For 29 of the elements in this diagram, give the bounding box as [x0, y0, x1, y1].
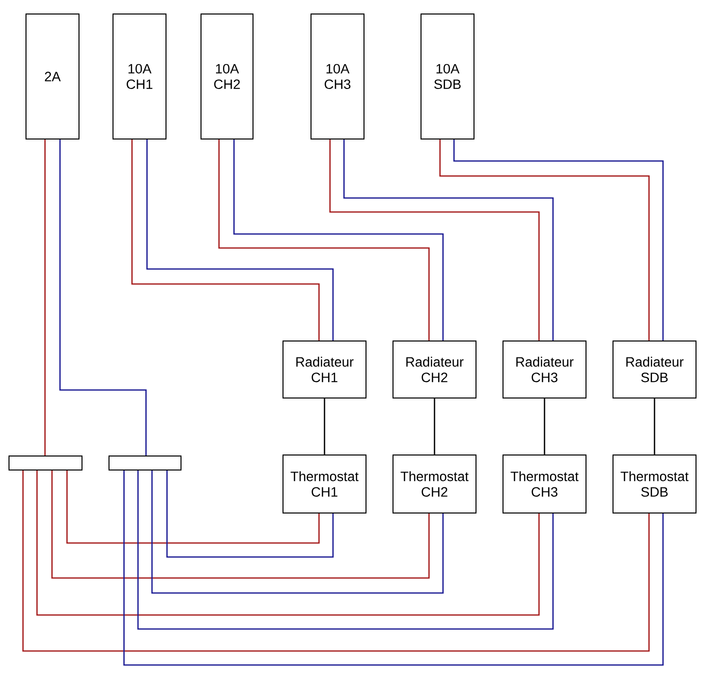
- terminal-block: [108, 456, 182, 470]
- wire: [59, 140, 147, 456]
- radiator-box: Radiateur CH3: [502, 340, 586, 398]
- radiator-box: Radiateur CH1: [282, 340, 366, 398]
- fuse-box: 10A CH3: [310, 14, 364, 140]
- wire: [36, 470, 540, 616]
- fuse-box: 10A CH2: [200, 14, 254, 140]
- wire: [22, 470, 650, 652]
- thermostat-box: Thermostat CH2: [392, 454, 476, 514]
- terminal-block: [8, 456, 82, 470]
- wire: [654, 398, 656, 454]
- thermostat-box: Thermostat CH3: [502, 454, 586, 514]
- wire: [166, 470, 334, 558]
- radiator-box: Radiateur CH2: [392, 340, 476, 398]
- wire: [544, 398, 546, 454]
- fuse-box: 10A CH1: [112, 14, 166, 140]
- fuse-box: 10A SDB: [420, 14, 474, 140]
- wire: [51, 470, 430, 579]
- wire: [137, 470, 554, 630]
- wire: [324, 398, 326, 454]
- wire: [123, 470, 664, 666]
- thermostat-box: Thermostat SDB: [612, 454, 696, 514]
- wire: [434, 398, 436, 454]
- wire: [44, 140, 46, 456]
- wire: [151, 470, 444, 594]
- radiator-box: Radiateur SDB: [612, 340, 696, 398]
- thermostat-box: Thermostat CH1: [282, 454, 366, 514]
- fuse-box: 2A: [26, 14, 80, 140]
- wire: [66, 470, 320, 544]
